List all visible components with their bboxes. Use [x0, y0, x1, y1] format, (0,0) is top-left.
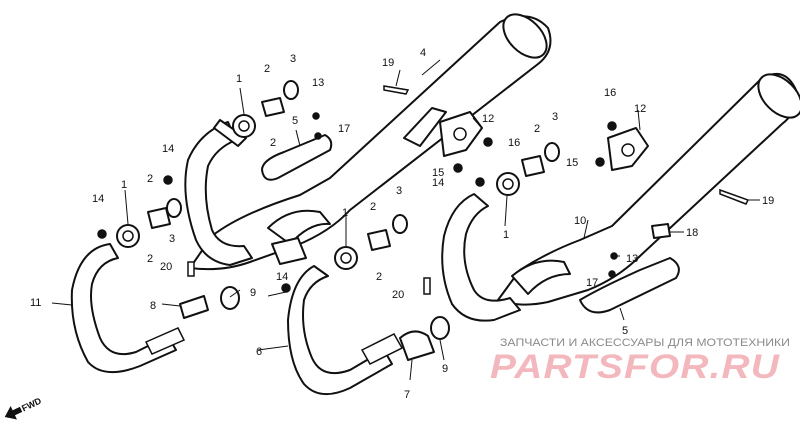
callout-2: 2 [264, 63, 270, 75]
callout-4: 4 [420, 47, 426, 59]
callout-5: 5 [292, 115, 298, 127]
flange-plates [439, 111, 649, 171]
callout-12: 12 [634, 103, 646, 115]
fasteners [97, 85, 750, 295]
callout-1: 1 [503, 229, 509, 241]
collar-group-left-upper [232, 80, 299, 138]
callout-19: 19 [762, 195, 774, 207]
callout-2: 2 [270, 137, 276, 149]
callout-2: 2 [370, 201, 376, 213]
callout-17: 17 [338, 123, 350, 135]
callout-2: 2 [147, 173, 153, 185]
clamps-and-seals [179, 286, 450, 361]
callout-3: 3 [290, 53, 296, 65]
callout-10: 10 [574, 215, 586, 227]
right-joint-pipe [511, 259, 571, 295]
collar-group-right [496, 142, 560, 196]
callout-12: 12 [482, 113, 494, 125]
right-muffler [497, 72, 800, 306]
callout-15: 15 [432, 167, 444, 179]
callout-5: 5 [622, 325, 628, 337]
left-joint-pipe [267, 209, 331, 265]
callout-18: 18 [686, 227, 698, 239]
left-bracket [403, 107, 447, 147]
callouts: 1 1 1 1 2 2 2 2 2 2 2 3 3 3 3 4 5 5 6 7 … [30, 47, 774, 401]
callout-17: 17 [586, 277, 598, 289]
left-lower-pipe [70, 243, 186, 373]
leader-lines [51, 69, 760, 381]
callout-2: 2 [376, 271, 382, 283]
callout-7: 7 [404, 389, 410, 401]
left-heat-shield [261, 134, 333, 181]
watermark-caption: ЗАПЧАСТИ И АКСЕССУАРЫ ДЛЯ МОТОТЕХНИКИ [500, 337, 790, 349]
right-heat-shield [579, 257, 680, 314]
center-lower-pipe [287, 265, 404, 395]
callout-2: 2 [147, 253, 153, 265]
callout-16: 16 [604, 87, 616, 99]
callout-20: 20 [392, 289, 404, 301]
callout-14: 14 [162, 143, 174, 155]
callout-3: 3 [169, 233, 175, 245]
left-muffler [189, 13, 552, 271]
callout-3: 3 [396, 185, 402, 197]
callout-20: 20 [160, 261, 172, 273]
watermark: ЗАПЧАСТИ И АКСЕССУАРЫ ДЛЯ МОТОТЕХНИКИ PA… [490, 337, 790, 386]
right-exhaust-pipe-upper [441, 193, 521, 322]
callout-1: 1 [236, 73, 242, 85]
callout-1: 1 [342, 207, 348, 219]
collar-group-center [334, 214, 408, 270]
callout-13: 13 [626, 253, 638, 265]
callout-19: 19 [382, 57, 394, 69]
callout-8: 8 [150, 300, 156, 312]
callout-16: 16 [508, 137, 520, 149]
callout-9: 9 [442, 363, 448, 375]
callout-14: 14 [432, 177, 444, 189]
callout-15: 15 [566, 157, 578, 169]
callout-13: 13 [312, 77, 324, 89]
callout-9: 9 [250, 287, 256, 299]
callout-6: 6 [256, 346, 262, 358]
callout-2: 2 [534, 123, 540, 135]
callout-14: 14 [92, 193, 104, 205]
callout-1: 1 [121, 179, 127, 191]
watermark-logo: PARTSFOR.RU [490, 348, 781, 386]
fwd-label: FWD [20, 395, 43, 413]
callout-14: 14 [276, 271, 288, 283]
collar-group-left-lower [116, 198, 182, 248]
callout-11: 11 [30, 297, 41, 309]
callout-3: 3 [552, 111, 558, 123]
fwd-arrow-icon: FWD [4, 395, 43, 420]
